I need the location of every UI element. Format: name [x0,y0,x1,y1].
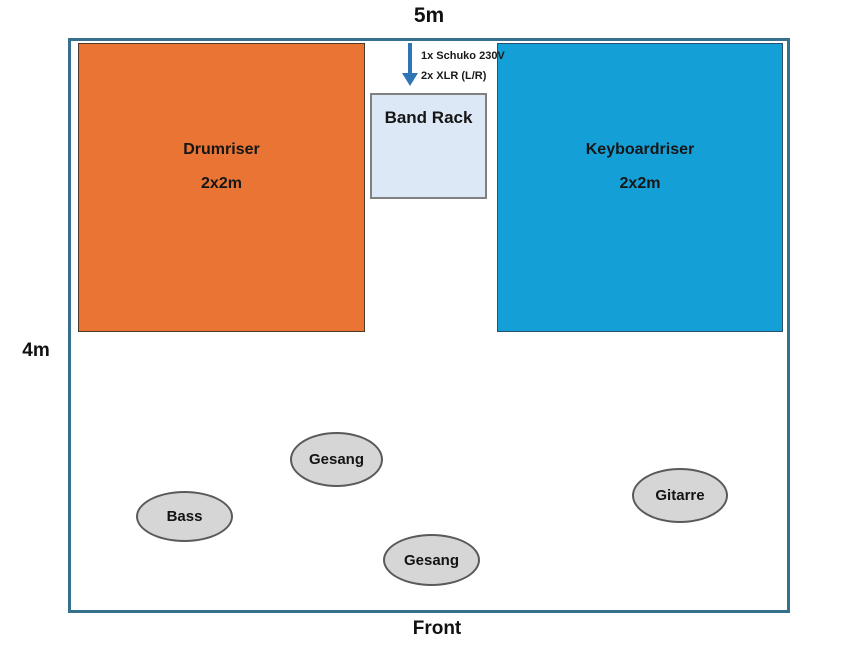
position-bass-label: Bass [166,508,203,525]
band-rack-label: Band Rack [384,108,473,127]
stage-height-label: 4m [22,340,50,361]
position-bass: Bass [136,491,233,542]
keyboardriser-label: Keyboardriser [585,141,695,158]
drumriser-label: Drumriser [183,141,260,158]
position-gitarre-label: Gitarre [655,487,705,504]
cable-down-arrow-icon [402,43,418,86]
band-rack-shape: Band Rack [370,93,487,199]
drumriser-size-label: 2x2m [201,175,242,192]
keyboardriser-size-label: 2x2m [619,175,661,192]
position-gitarre: Gitarre [632,468,728,523]
drumriser-shape: Drumriser 2x2m [78,43,365,332]
position-gesang-1-label: Gesang [308,451,365,468]
position-gesang-1: Gesang [290,432,383,487]
cable-annotation-line2: 2x XLR (L/R) [421,70,487,82]
stage-width-label: 5m [413,4,445,27]
front-label: Front [412,618,462,639]
cable-annotation: 1x Schuko 230V 2x XLR (L/R) [421,46,505,86]
keyboardriser-shape: Keyboardriser 2x2m [497,43,783,332]
cable-annotation-line1: 1x Schuko 230V [421,50,505,62]
position-gesang-2: Gesang [383,534,480,586]
position-gesang-2-label: Gesang [403,551,460,569]
